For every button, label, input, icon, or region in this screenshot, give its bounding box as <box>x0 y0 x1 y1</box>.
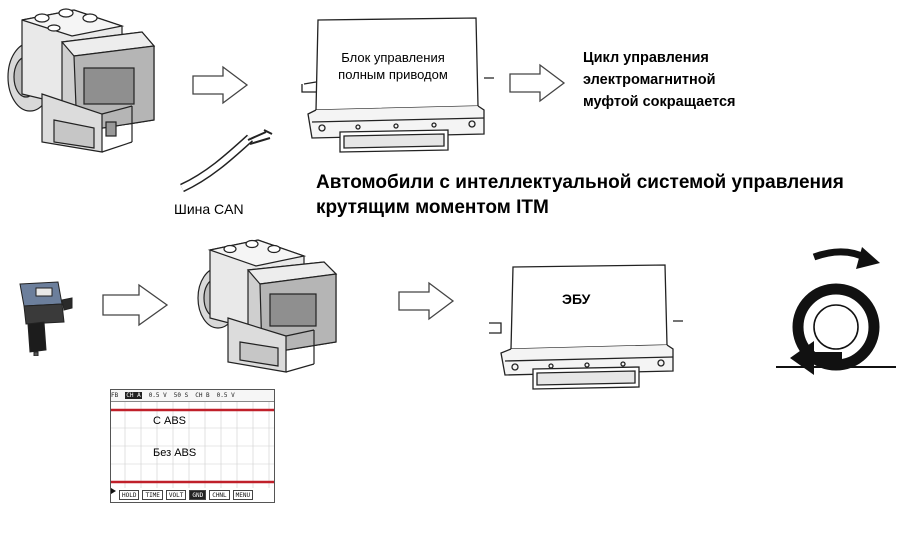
osc-header-item: FB <box>111 392 119 399</box>
can-bus-cable-icon <box>180 129 273 193</box>
osc-header-item: CH B <box>195 392 210 399</box>
awd-ecu-box-icon <box>301 17 494 153</box>
headline-line2: крутящим моментом ITM <box>316 197 549 218</box>
abs-hydraulic-unit-icon <box>197 239 338 373</box>
abs-hydraulic-unit-icon <box>7 8 156 153</box>
osc-header-item: 50 S <box>173 392 189 399</box>
awd-ecu-label-line1: Блок управления <box>341 50 445 65</box>
ecu-label: ЭБУ <box>562 291 591 307</box>
osc-hold-button[interactable]: HOLD <box>119 490 140 500</box>
flow-arrow-icon <box>192 65 249 105</box>
flow-arrow-icon <box>398 281 455 321</box>
osc-gnd-button[interactable]: GND <box>189 490 207 500</box>
osc-volt-button[interactable]: VOLT <box>165 490 187 500</box>
flow-arrow-icon <box>509 63 566 103</box>
osc-chnl-button[interactable]: CHNL <box>209 490 230 500</box>
wheel-rotation-icon <box>776 247 896 375</box>
flow-arrow-icon <box>102 283 169 327</box>
osc-header-item: CH A <box>125 392 142 399</box>
ecu-box-icon <box>489 264 683 390</box>
osc-time-button[interactable]: TIME <box>142 490 163 500</box>
oscilloscope-grid <box>111 402 274 494</box>
osc-header-item: 0.5 V <box>216 392 235 399</box>
result-text-line1: Цикл управления <box>583 50 709 66</box>
oscilloscope-header: FB CH A 0.5 V 50 S CH B 0.5 V <box>111 390 274 402</box>
trace-without-abs-label: Без ABS <box>153 447 197 459</box>
osc-header-item: 0.5 V <box>148 392 167 399</box>
result-text-line3: муфтой сокращается <box>583 94 736 110</box>
awd-ecu-label-line2: полным приводом <box>338 67 448 82</box>
trigger-marker-icon <box>111 488 116 494</box>
headline-line1: Автомобили с интеллектуальной системой у… <box>316 172 844 193</box>
osc-menu-button[interactable]: MENU <box>232 490 254 500</box>
result-text-line2: электромагнитной <box>583 72 716 88</box>
wheel-speed-sensor-icon <box>19 281 73 356</box>
trace-with-abs-label: С ABS <box>153 415 187 427</box>
oscilloscope-button-bar: HOLD TIME VOLT GND CHNL MENU <box>119 490 254 500</box>
oscilloscope-display: FB CH A 0.5 V 50 S CH B 0.5 V С ABS Без ABS H… <box>110 389 275 503</box>
can-bus-label: Шина CAN <box>174 201 244 217</box>
